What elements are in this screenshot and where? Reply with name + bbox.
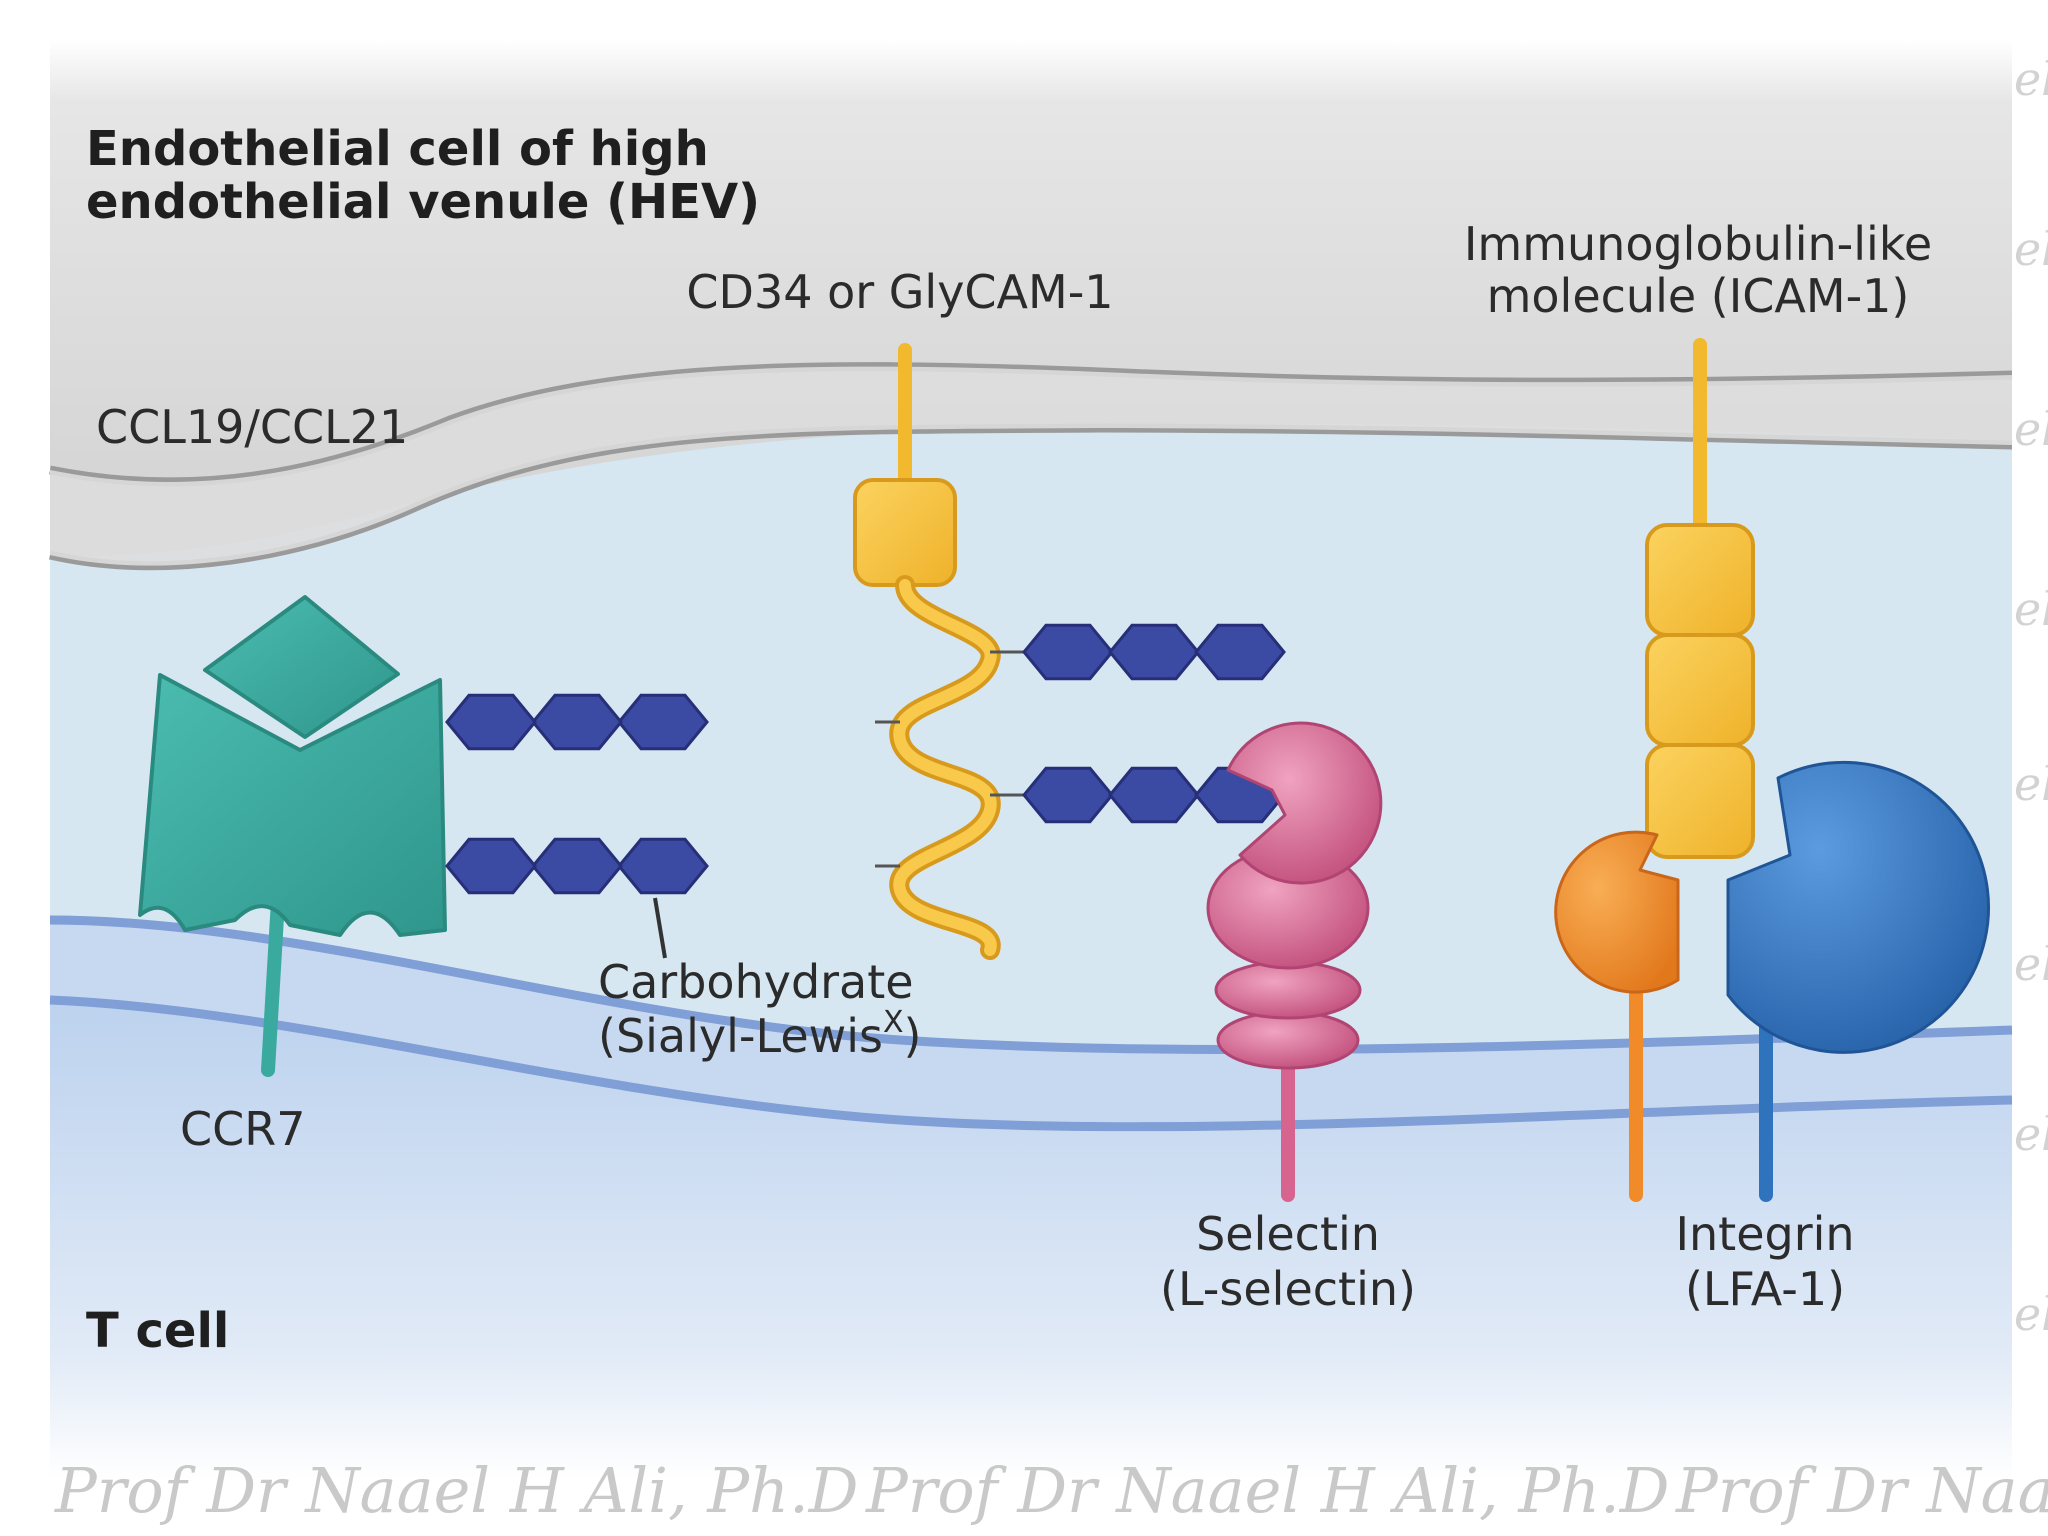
icam-ig-domain: [1645, 633, 1755, 747]
icam-ig-domain: [1645, 523, 1755, 637]
endothelial-membrane-inner: [49, 423, 2013, 571]
side-watermark-text: el: [2014, 222, 2048, 276]
watermarks: Prof Dr Naael H Ali, Ph.D Prof Dr Naael …: [54, 52, 2048, 1527]
carbohydrate-pointer: [653, 897, 667, 959]
side-watermark-text: el: [2014, 1287, 2048, 1341]
side-watermark-text: el: [2014, 937, 2048, 991]
icam-1: [1645, 338, 1755, 859]
watermark-text: Prof Dr Naael H Ali, Ph.D: [54, 1454, 859, 1527]
selectin-label: Selectin: [1196, 1207, 1380, 1261]
icam-ig-domain: [1645, 743, 1755, 859]
ccr7-stalk: [261, 893, 285, 1077]
t-cell-membrane-fill: [50, 920, 2012, 1127]
ccr7-body: [138, 673, 447, 937]
sialyl-lewis-text: (Sialyl-Lewis: [598, 1009, 883, 1063]
side-watermark-text: el: [2014, 52, 2048, 106]
t-cell-label: T cell: [86, 1303, 229, 1359]
sugar-hexagon: [1108, 623, 1200, 681]
endothelial-cell-label: Endothelial cell of high: [86, 121, 709, 177]
chemokine-ccl19-ccl21: [203, 595, 400, 739]
ccr7-label: CCR7: [180, 1102, 305, 1156]
sugar-hexagon: [1022, 623, 1114, 681]
sialyl-lewis-superscript: X: [883, 1005, 904, 1040]
selectin-scr-domain: [1216, 1010, 1360, 1070]
side-watermarks: el el el el el el el el: [2014, 52, 2048, 1341]
sialyl-lewis-close: ): [904, 1009, 922, 1063]
l-selectin: [1206, 721, 1383, 1202]
endothelial-membrane-fill: [50, 366, 2012, 566]
sugar-hexagon: [445, 837, 537, 895]
sialyl-lewis-x-chains: [445, 623, 1286, 895]
cd34-glycam-label: CD34 or GlyCAM-1: [686, 265, 1113, 319]
side-watermark-text: el: [2014, 402, 2048, 456]
sialyl-lewis-label: (Sialyl-LewisX): [598, 1005, 922, 1063]
ccr7-receptor: [138, 595, 447, 1077]
side-watermark-text: el: [2014, 582, 2048, 636]
sugar-hexagon: [1108, 766, 1200, 824]
carbohydrate-label: Carbohydrate: [598, 955, 914, 1009]
ccl19-ccl21-label: CCL19/CCL21: [96, 400, 408, 454]
l-selectin-label: (L-selectin): [1160, 1262, 1416, 1316]
watermark-text: Prof Dr Naael: [1675, 1454, 2048, 1527]
integrin-label: Integrin: [1675, 1207, 1854, 1261]
labels: Endothelial cell of high endothelial ven…: [86, 121, 1932, 1359]
endothelial-cell-label-line2: endothelial venule (HEV): [86, 174, 760, 230]
icam-label: Immunoglobulin-like: [1464, 217, 1932, 271]
selectin-lectin-domain: [1226, 721, 1383, 885]
side-watermark-text: el: [2014, 1107, 2048, 1161]
cd34-domain: [853, 478, 957, 587]
lfa1-beta-subunit: [1726, 760, 1990, 1054]
sugar-hexagon: [1022, 766, 1114, 824]
icam-label-line2: molecule (ICAM-1): [1487, 269, 1910, 323]
watermark-text: Prof Dr Naael H Ali, Ph.D: [865, 1454, 1670, 1527]
sugar-hexagon: [445, 693, 537, 751]
lfa1-alpha-subunit: [1554, 830, 1680, 994]
lfa-1-integrin: [1554, 760, 1990, 1202]
sugar-hexagon: [1194, 623, 1286, 681]
selectin-scr-domain: [1214, 960, 1362, 1020]
side-watermark-text: el: [2014, 757, 2048, 811]
lfa1-label: (LFA-1): [1685, 1262, 1845, 1316]
cd34-glycam-glycoprotein: [445, 343, 1286, 960]
